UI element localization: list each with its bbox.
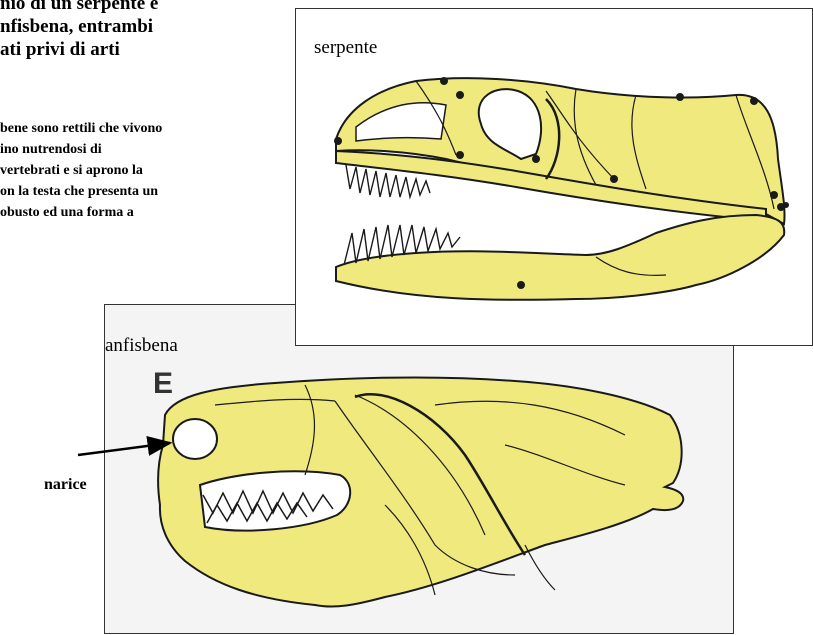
heading-line: nfisbena, entrambi	[0, 15, 300, 38]
body-paragraph: bene sono rettili che vivono ino nutrend…	[0, 118, 300, 223]
paragraph-line: bene sono rettili che vivono	[0, 118, 300, 139]
heading-line: nio di un serpente e	[0, 0, 300, 15]
amphisbaena-figure: anfisbena E	[104, 304, 734, 634]
snake-label: serpente	[314, 37, 377, 59]
paragraph-line: obusto ed una forma a	[0, 202, 300, 223]
figure-letter: E	[153, 367, 173, 401]
nostril-opening	[173, 419, 217, 459]
snake-figure: serpente	[295, 8, 813, 346]
nostril-annotation: narice	[44, 476, 87, 494]
snake-skull-drawing	[296, 9, 813, 347]
heading-line: ati privi di arti	[0, 38, 300, 61]
paragraph-line: on la testa che presenta un	[0, 181, 300, 202]
amphisbaena-label: anfisbena	[105, 335, 178, 357]
paragraph-line: ino nutrendosi di	[0, 139, 300, 160]
section-heading: nio di un serpente e nfisbena, entrambi …	[0, 0, 300, 61]
paragraph-line: vertebrati e si aprono la	[0, 160, 300, 181]
amphisbaena-skull-drawing	[105, 305, 735, 635]
